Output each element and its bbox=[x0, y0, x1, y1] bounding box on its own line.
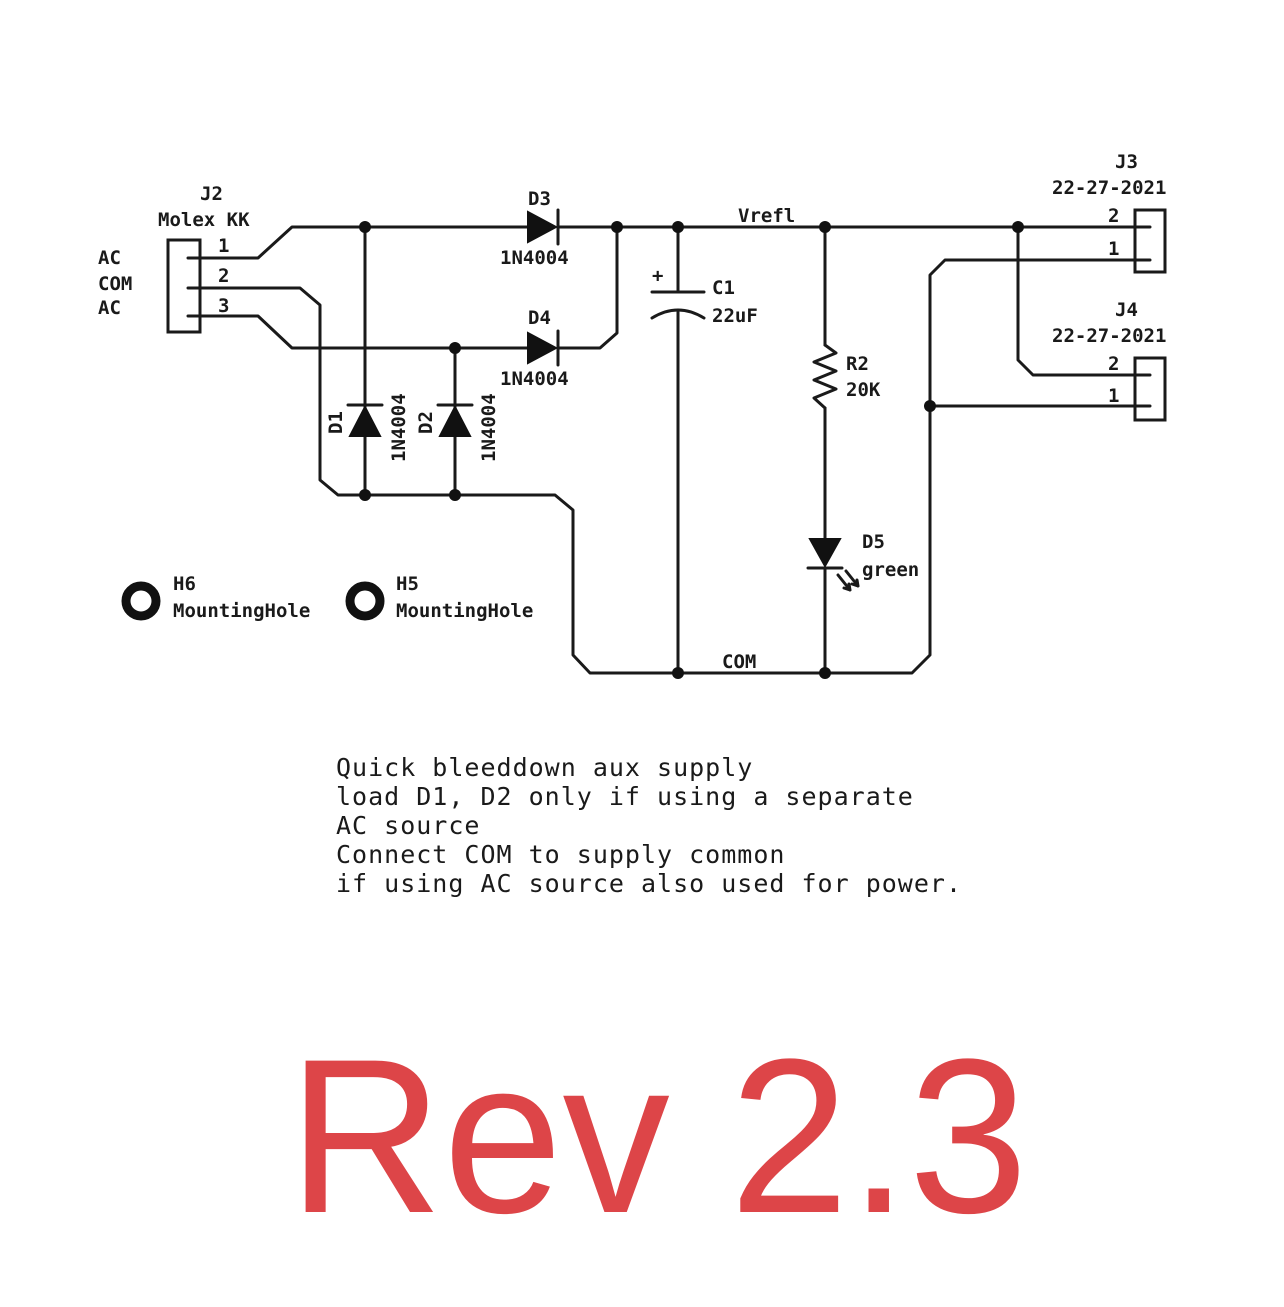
junction-dot bbox=[819, 667, 831, 679]
c1-ref: C1 bbox=[712, 277, 735, 299]
diode-d3: D3 1N4004 bbox=[500, 188, 569, 269]
wire-com-path bbox=[198, 258, 1137, 675]
d4-symbol bbox=[527, 331, 559, 365]
r2-value: 20K bbox=[846, 379, 881, 401]
j2-value: Molex KK bbox=[158, 209, 250, 231]
revision-label: Rev 2.3 bbox=[288, 1013, 1028, 1259]
wire-j2-pin3 bbox=[198, 314, 530, 350]
j3-ref: J3 bbox=[1115, 151, 1138, 173]
d1-value: 1N4004 bbox=[388, 393, 410, 462]
net-label-vrefl: Vrefl bbox=[738, 205, 795, 227]
d5-value: green bbox=[862, 559, 919, 581]
j3-body bbox=[1133, 208, 1167, 274]
note-line: load D1, D2 only if using a separate bbox=[336, 782, 914, 811]
connector-j4: J4 22-27-2021 2 1 bbox=[1052, 299, 1167, 422]
d3-value: 1N4004 bbox=[500, 247, 569, 269]
diode-d2: D2 1N4004 bbox=[415, 393, 500, 462]
j2-pin-3: 3 bbox=[218, 295, 229, 317]
j2-pin-1: 1 bbox=[218, 235, 229, 257]
d3-ref: D3 bbox=[528, 188, 551, 210]
j2-ref: J2 bbox=[200, 183, 223, 205]
junction-dot bbox=[359, 221, 371, 233]
net-label-com: COM bbox=[722, 651, 756, 673]
note-line: if using AC source also used for power. bbox=[336, 869, 962, 898]
j3-value: 22-27-2021 bbox=[1052, 177, 1166, 199]
junction-dot bbox=[672, 221, 684, 233]
junction-dot bbox=[449, 342, 461, 354]
junction-dot bbox=[672, 667, 684, 679]
mounting-hole-h6: H6 MountingHole bbox=[121, 573, 310, 622]
wire-j2-pin1 bbox=[198, 225, 530, 260]
junction-dot bbox=[1012, 221, 1024, 233]
schematic-notes: Quick bleeddown aux supply load D1, D2 o… bbox=[336, 753, 962, 898]
connector-j2: J2 Molex KK 1 2 3 AC COM AC bbox=[98, 183, 250, 334]
r2-zigzag bbox=[812, 343, 838, 410]
d1-ref: D1 bbox=[325, 411, 347, 434]
d4-value: 1N4004 bbox=[500, 368, 569, 390]
diode-d1: D1 1N4004 bbox=[325, 393, 410, 462]
j4-pin-stubs bbox=[1133, 373, 1152, 408]
d3-symbol bbox=[527, 210, 559, 244]
junction-dot bbox=[611, 221, 623, 233]
j3-pin-2: 2 bbox=[1108, 205, 1119, 227]
wires bbox=[198, 225, 1137, 675]
j2-signal-ac-2: AC bbox=[98, 297, 121, 319]
wire-j4-pin2 bbox=[1016, 225, 1137, 377]
d5-ref: D5 bbox=[862, 531, 885, 553]
d5-light-arrow-2 bbox=[844, 569, 860, 588]
j2-body bbox=[166, 238, 202, 334]
note-line: AC source bbox=[336, 811, 480, 840]
d2-value: 1N4004 bbox=[478, 393, 500, 462]
j3-pin-1: 1 bbox=[1108, 238, 1119, 260]
capacitor-c1: + C1 22uF bbox=[650, 265, 758, 327]
j2-pin-2: 2 bbox=[218, 265, 229, 287]
junction-dot bbox=[924, 400, 936, 412]
diode-d4: D4 1N4004 bbox=[500, 307, 569, 390]
d2-symbol bbox=[438, 404, 472, 437]
j2-signal-com: COM bbox=[98, 273, 132, 295]
junctions bbox=[359, 221, 1024, 679]
note-line: Quick bleeddown aux supply bbox=[336, 753, 753, 782]
h5-ref: H5 bbox=[396, 573, 419, 595]
junction-dot bbox=[359, 489, 371, 501]
mounting-hole-h5: H5 MountingHole bbox=[345, 573, 533, 622]
connector-j3: J3 22-27-2021 2 1 bbox=[1052, 151, 1167, 274]
wire-d4-cathode bbox=[556, 225, 619, 350]
d5-light-arrow-1 bbox=[836, 573, 852, 592]
d5-symbol bbox=[808, 538, 842, 569]
c1-polarity: + bbox=[652, 265, 663, 287]
j2-signal-ac-1: AC bbox=[98, 247, 121, 269]
h6-ring bbox=[121, 581, 161, 621]
j4-pin-2: 2 bbox=[1108, 353, 1119, 375]
j4-value: 22-27-2021 bbox=[1052, 325, 1166, 347]
r2-ref: R2 bbox=[846, 353, 869, 375]
d4-ref: D4 bbox=[528, 307, 551, 329]
junction-dot bbox=[819, 221, 831, 233]
c1-value: 22uF bbox=[712, 305, 758, 327]
d1-symbol bbox=[348, 404, 382, 437]
h5-value: MountingHole bbox=[396, 600, 533, 622]
d2-ref: D2 bbox=[415, 411, 437, 434]
j3-pin-stubs bbox=[1133, 225, 1152, 262]
j4-body bbox=[1133, 356, 1167, 422]
junction-dot bbox=[449, 489, 461, 501]
resistor-r2: R2 20K bbox=[812, 343, 881, 410]
h6-ref: H6 bbox=[173, 573, 196, 595]
h6-value: MountingHole bbox=[173, 600, 310, 622]
h5-ring bbox=[345, 581, 385, 621]
c1-plate-negative bbox=[650, 308, 706, 320]
j4-pin-1: 1 bbox=[1108, 385, 1119, 407]
j4-ref: J4 bbox=[1115, 299, 1138, 321]
j2-pin-stubs bbox=[186, 256, 202, 318]
led-d5: D5 green bbox=[806, 531, 919, 592]
note-line: Connect COM to supply common bbox=[336, 840, 785, 869]
